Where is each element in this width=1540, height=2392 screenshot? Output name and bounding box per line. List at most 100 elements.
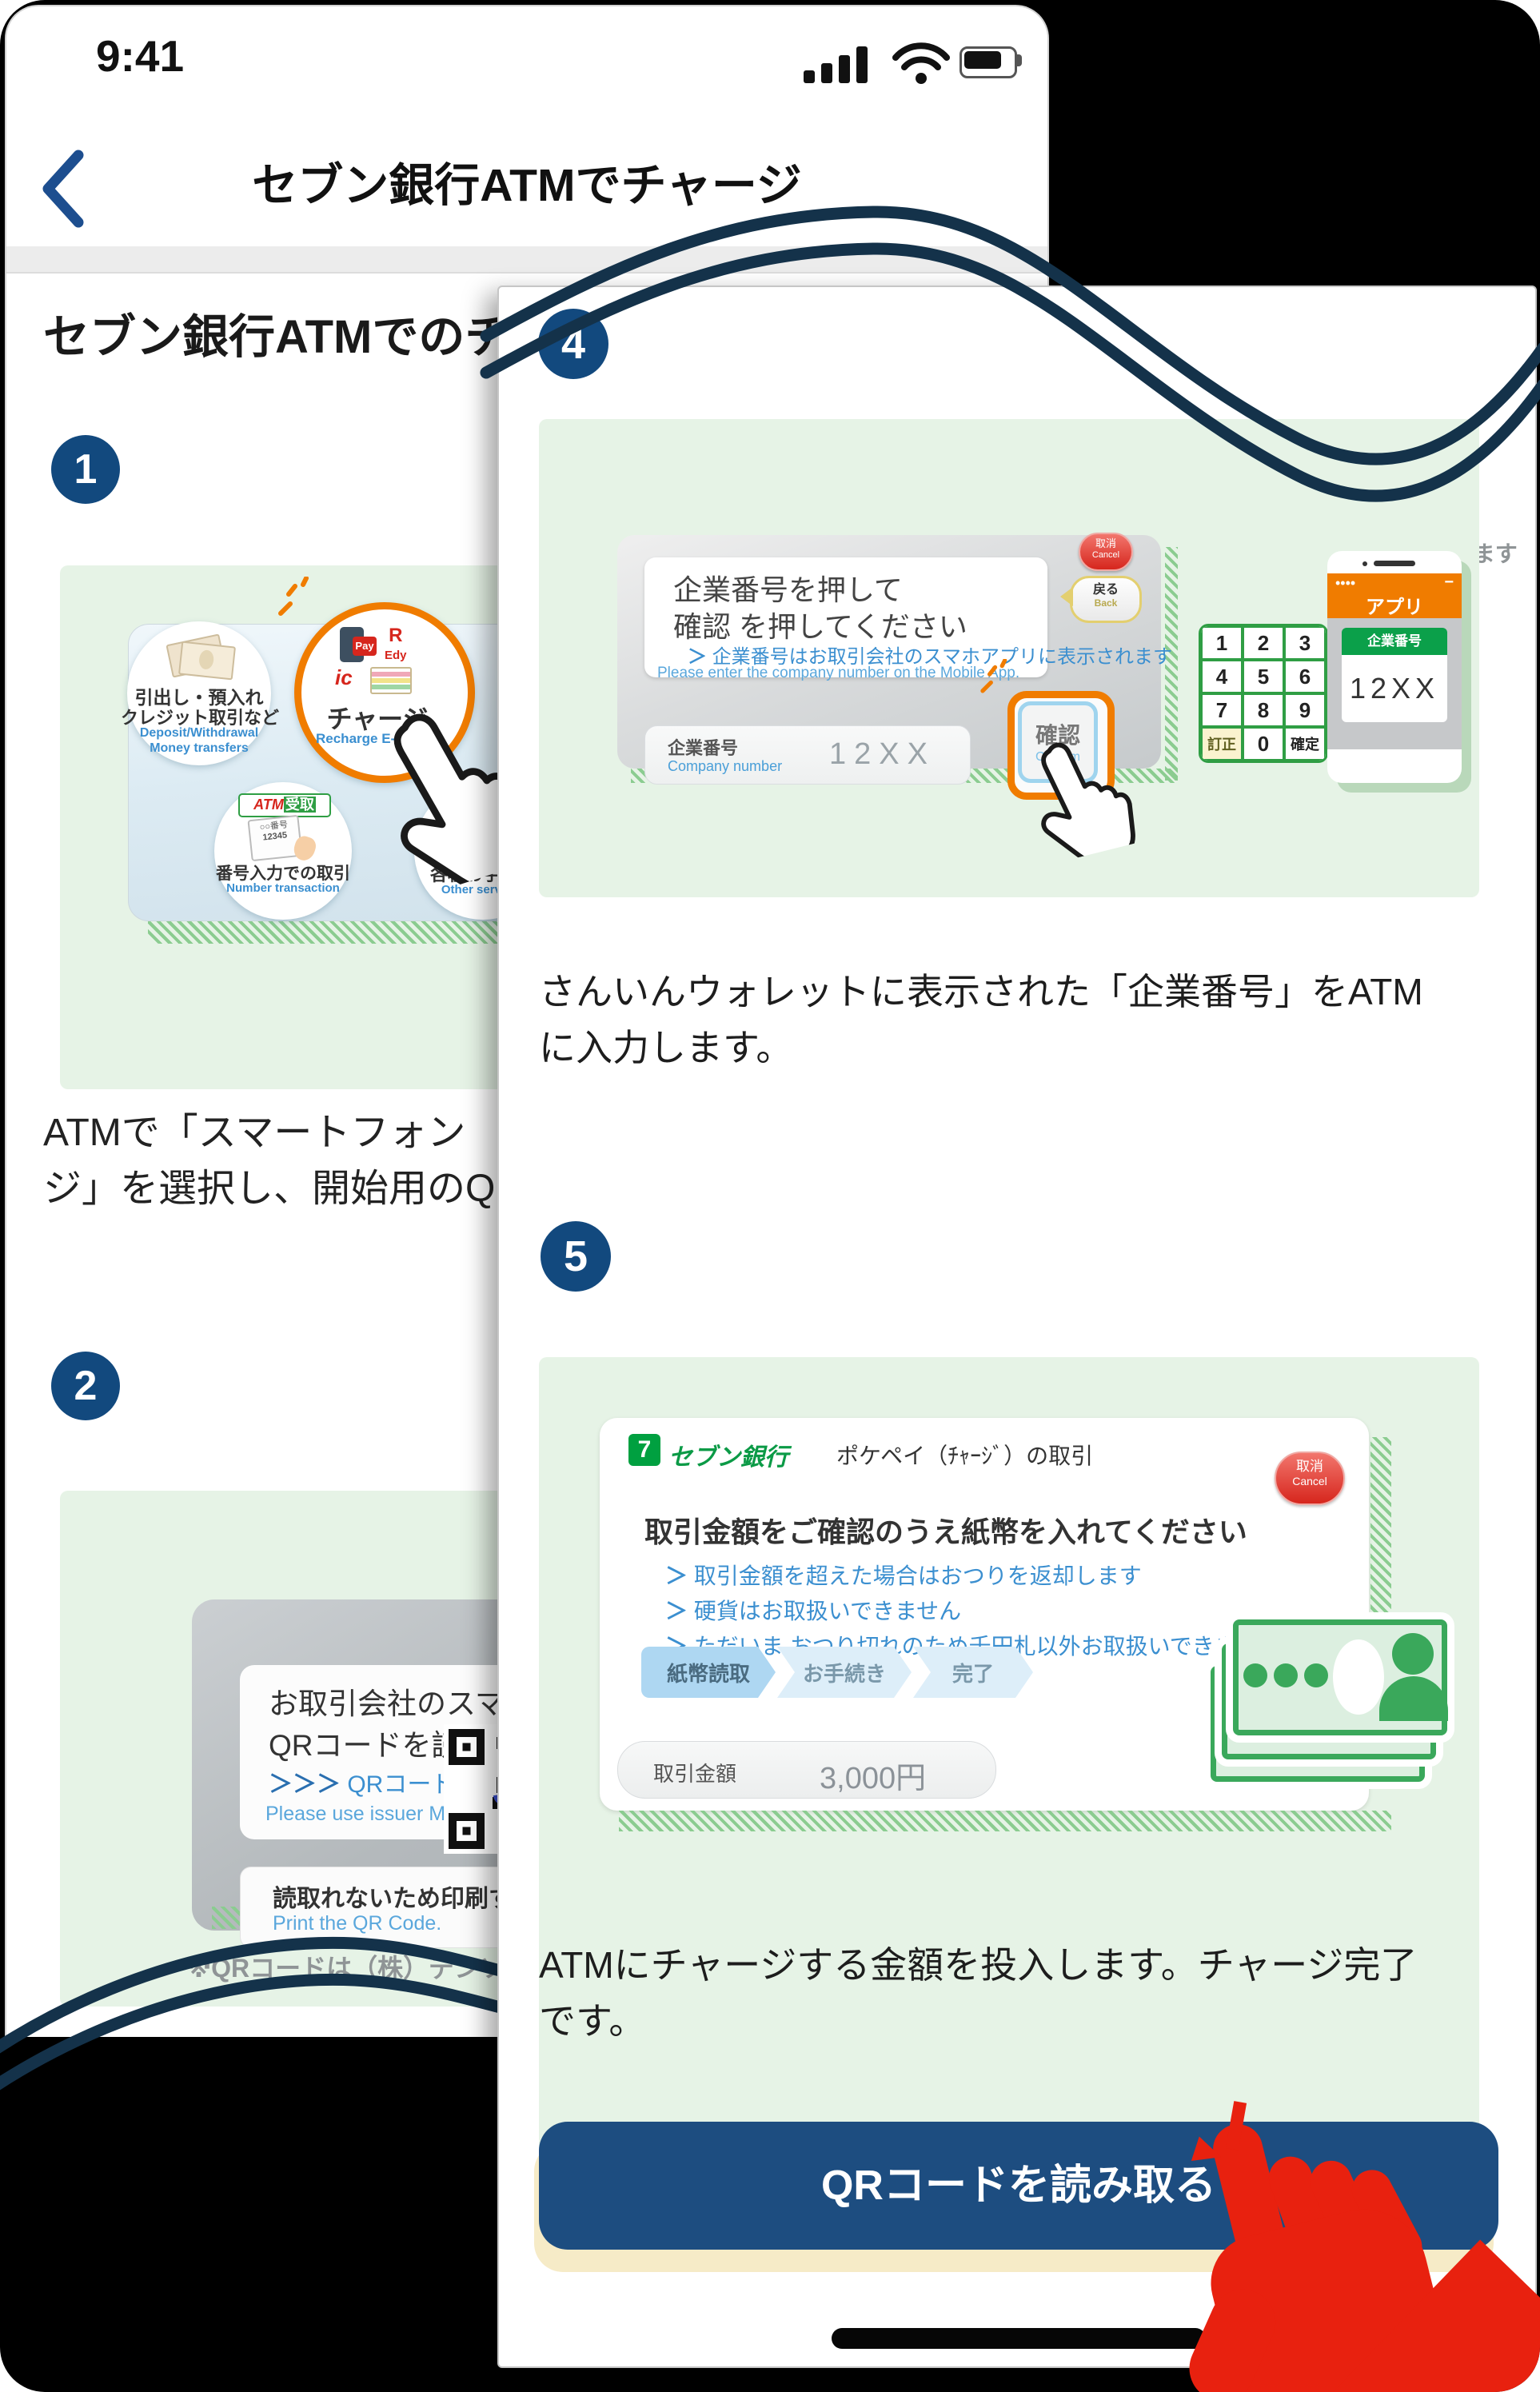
card-icon bbox=[370, 667, 412, 694]
phone-green-bar: 企業番号 bbox=[1342, 628, 1447, 655]
step4-screen-shadow-right bbox=[1165, 547, 1178, 781]
progress-step-done: 完了 bbox=[913, 1647, 1033, 1698]
phone-number-box: 12XX bbox=[1342, 655, 1447, 722]
battery-nub-icon bbox=[1017, 54, 1022, 66]
amount-field: 取引金額 3,000円 bbox=[617, 1741, 996, 1799]
phone-app-header: •••• − アプリ bbox=[1327, 573, 1462, 618]
bill-oval-watermark bbox=[1333, 1639, 1384, 1715]
key-6: 6 bbox=[1284, 660, 1326, 693]
key-3: 3 bbox=[1284, 626, 1326, 660]
section-heading: セブン銀行ATMでのチ bbox=[43, 311, 512, 363]
withdraw-en-2: Money transfers bbox=[150, 741, 249, 755]
field-value: 12XX bbox=[829, 737, 936, 771]
ic-icon: ic bbox=[335, 665, 353, 689]
page-title: セブン銀行ATMでチャージ bbox=[252, 160, 802, 211]
phone-speaker-icon bbox=[1374, 561, 1415, 566]
step4-company-field: 企業番号 Company number 12XX bbox=[644, 725, 971, 785]
step4-msg2: 確認 を押してください bbox=[673, 610, 967, 643]
step1-caption-line2: ジ」を選択し、開始用のQ bbox=[43, 1168, 496, 1210]
home-indicator[interactable] bbox=[832, 2328, 1206, 2349]
phone-dots: •••• bbox=[1335, 575, 1356, 591]
banknote-front bbox=[1233, 1619, 1448, 1735]
step5-bullet1: ＞ 取引金額を超えた場合はおつりを返却します bbox=[665, 1563, 1142, 1588]
print-en: Print the QR Code. bbox=[273, 1912, 442, 1935]
signal-icon bbox=[804, 46, 868, 83]
step4-message-box: 企業番号を押して 確認 を押してください ＞ 企業番号はお取引会社のスマホアプリ… bbox=[644, 557, 1172, 681]
step4-caption-line1: さんいんウォレットに表示された「企業番号」をATM bbox=[539, 971, 1423, 1012]
clipped-section-title: 画面にQRコードが表示され bbox=[233, 2023, 953, 2035]
step1-badge: 1 bbox=[51, 435, 120, 504]
hand-cursor-icon bbox=[1041, 742, 1135, 865]
progress-step-bill-read: 紙幣読取 bbox=[641, 1647, 776, 1698]
battery-icon bbox=[960, 46, 1017, 78]
atm-keypad: 1 2 3 4 5 6 7 8 9 訂正 0 確定 bbox=[1199, 624, 1328, 763]
sparkle-icon bbox=[980, 659, 1007, 693]
key-0: 0 bbox=[1243, 727, 1284, 761]
step4-link: ＞ 企業番号はお取引会社のスマホアプリに表示されます bbox=[688, 646, 1172, 668]
progress-step-procedure: お手続き bbox=[777, 1647, 912, 1698]
step5-bullet2: ＞ 硬貨はお取扱いできません bbox=[665, 1599, 962, 1623]
bill-person-body-icon bbox=[1379, 1676, 1448, 1721]
step4-illustration-panel: 企業番号を押して 確認 を押してください ＞ 企業番号はお取引会社のスマホアプリ… bbox=[539, 419, 1479, 897]
key-8: 8 bbox=[1243, 693, 1284, 727]
key-enter: 確定 bbox=[1284, 727, 1326, 761]
status-time: 9:41 bbox=[96, 31, 185, 81]
back-arrow-icon bbox=[1060, 587, 1073, 606]
number-tx-en: Number transaction bbox=[226, 881, 340, 895]
step5-caption-line2: です。 bbox=[539, 2000, 646, 2042]
phone-app-title: アプリ bbox=[1366, 597, 1423, 618]
phone-mockup: •••• − アプリ 企業番号 12XX bbox=[1327, 551, 1462, 783]
bottom-wave-decoration bbox=[0, 1936, 520, 2091]
field-label-jp: 企業番号 bbox=[668, 738, 739, 758]
key-1: 1 bbox=[1201, 626, 1243, 660]
wifi-icon bbox=[892, 42, 950, 84]
key-5: 5 bbox=[1243, 660, 1284, 693]
pay-icon: Pay bbox=[353, 637, 377, 656]
field-label-en: Company number bbox=[668, 758, 783, 774]
withdraw-label-2: クレジット取引など bbox=[121, 708, 280, 728]
step4-en: Please enter the company number on the M… bbox=[657, 665, 1020, 681]
key-9: 9 bbox=[1284, 693, 1326, 727]
key-correct: 訂正 bbox=[1201, 727, 1243, 761]
bill-person-head-icon bbox=[1392, 1633, 1434, 1675]
bill-dot-icon bbox=[1274, 1663, 1298, 1687]
phone-minimize-icon: − bbox=[1444, 573, 1454, 591]
key-7: 7 bbox=[1201, 693, 1243, 727]
step5-screen-shadow-bottom bbox=[619, 1811, 1391, 1831]
withdraw-label-1: 引出し・預入れ bbox=[134, 687, 264, 708]
key-2: 2 bbox=[1243, 626, 1284, 660]
step4-caption-line2: に入力します。 bbox=[539, 1027, 793, 1068]
banknotes-illustration bbox=[1211, 1597, 1466, 1837]
step5-screen-title: ポケペイ（ﾁｬｰｼﾞ）の取引 bbox=[836, 1444, 1094, 1468]
top-wave-decoration bbox=[480, 206, 1540, 502]
atm-uketori-logo: ATM bbox=[253, 797, 284, 813]
step5-caption-line1: ATMにチャージする金額を投入します。チャージ完了 bbox=[539, 1944, 1418, 1986]
banknote-icon bbox=[178, 641, 237, 681]
step2-badge: 2 bbox=[51, 1352, 120, 1420]
bill-dot-icon bbox=[1304, 1663, 1328, 1687]
number-tx-label: 番号入力での取引 bbox=[216, 865, 350, 883]
bill-dot-icon bbox=[1243, 1663, 1267, 1687]
phone-speaker-dot-icon bbox=[1362, 561, 1367, 566]
amount-value: 3,000円 bbox=[820, 1762, 927, 1795]
step5-headline: 取引金額をご確認のうえ紙幣を入れてください bbox=[644, 1515, 1247, 1548]
atm-menu-withdraw: 引出し・預入れ クレジット取引など Deposit/Withdrawal Mon… bbox=[121, 621, 279, 765]
step1-caption-line1: ATMで「スマートフォン bbox=[43, 1112, 466, 1154]
seven-bank-name: セブン銀行 bbox=[668, 1444, 788, 1471]
amount-label: 取引金額 bbox=[653, 1762, 737, 1786]
key-4: 4 bbox=[1201, 660, 1243, 693]
back-button[interactable] bbox=[37, 147, 88, 230]
step4-msg1: 企業番号を押して bbox=[673, 573, 903, 606]
seven-bank-logo: 7 bbox=[628, 1434, 660, 1466]
sparkle-icon bbox=[278, 577, 309, 616]
step5-badge: 5 bbox=[541, 1221, 611, 1292]
withdraw-en-1: Deposit/Withdrawal bbox=[139, 726, 259, 740]
print-jp: 読取れないため印刷する bbox=[273, 1886, 537, 1912]
